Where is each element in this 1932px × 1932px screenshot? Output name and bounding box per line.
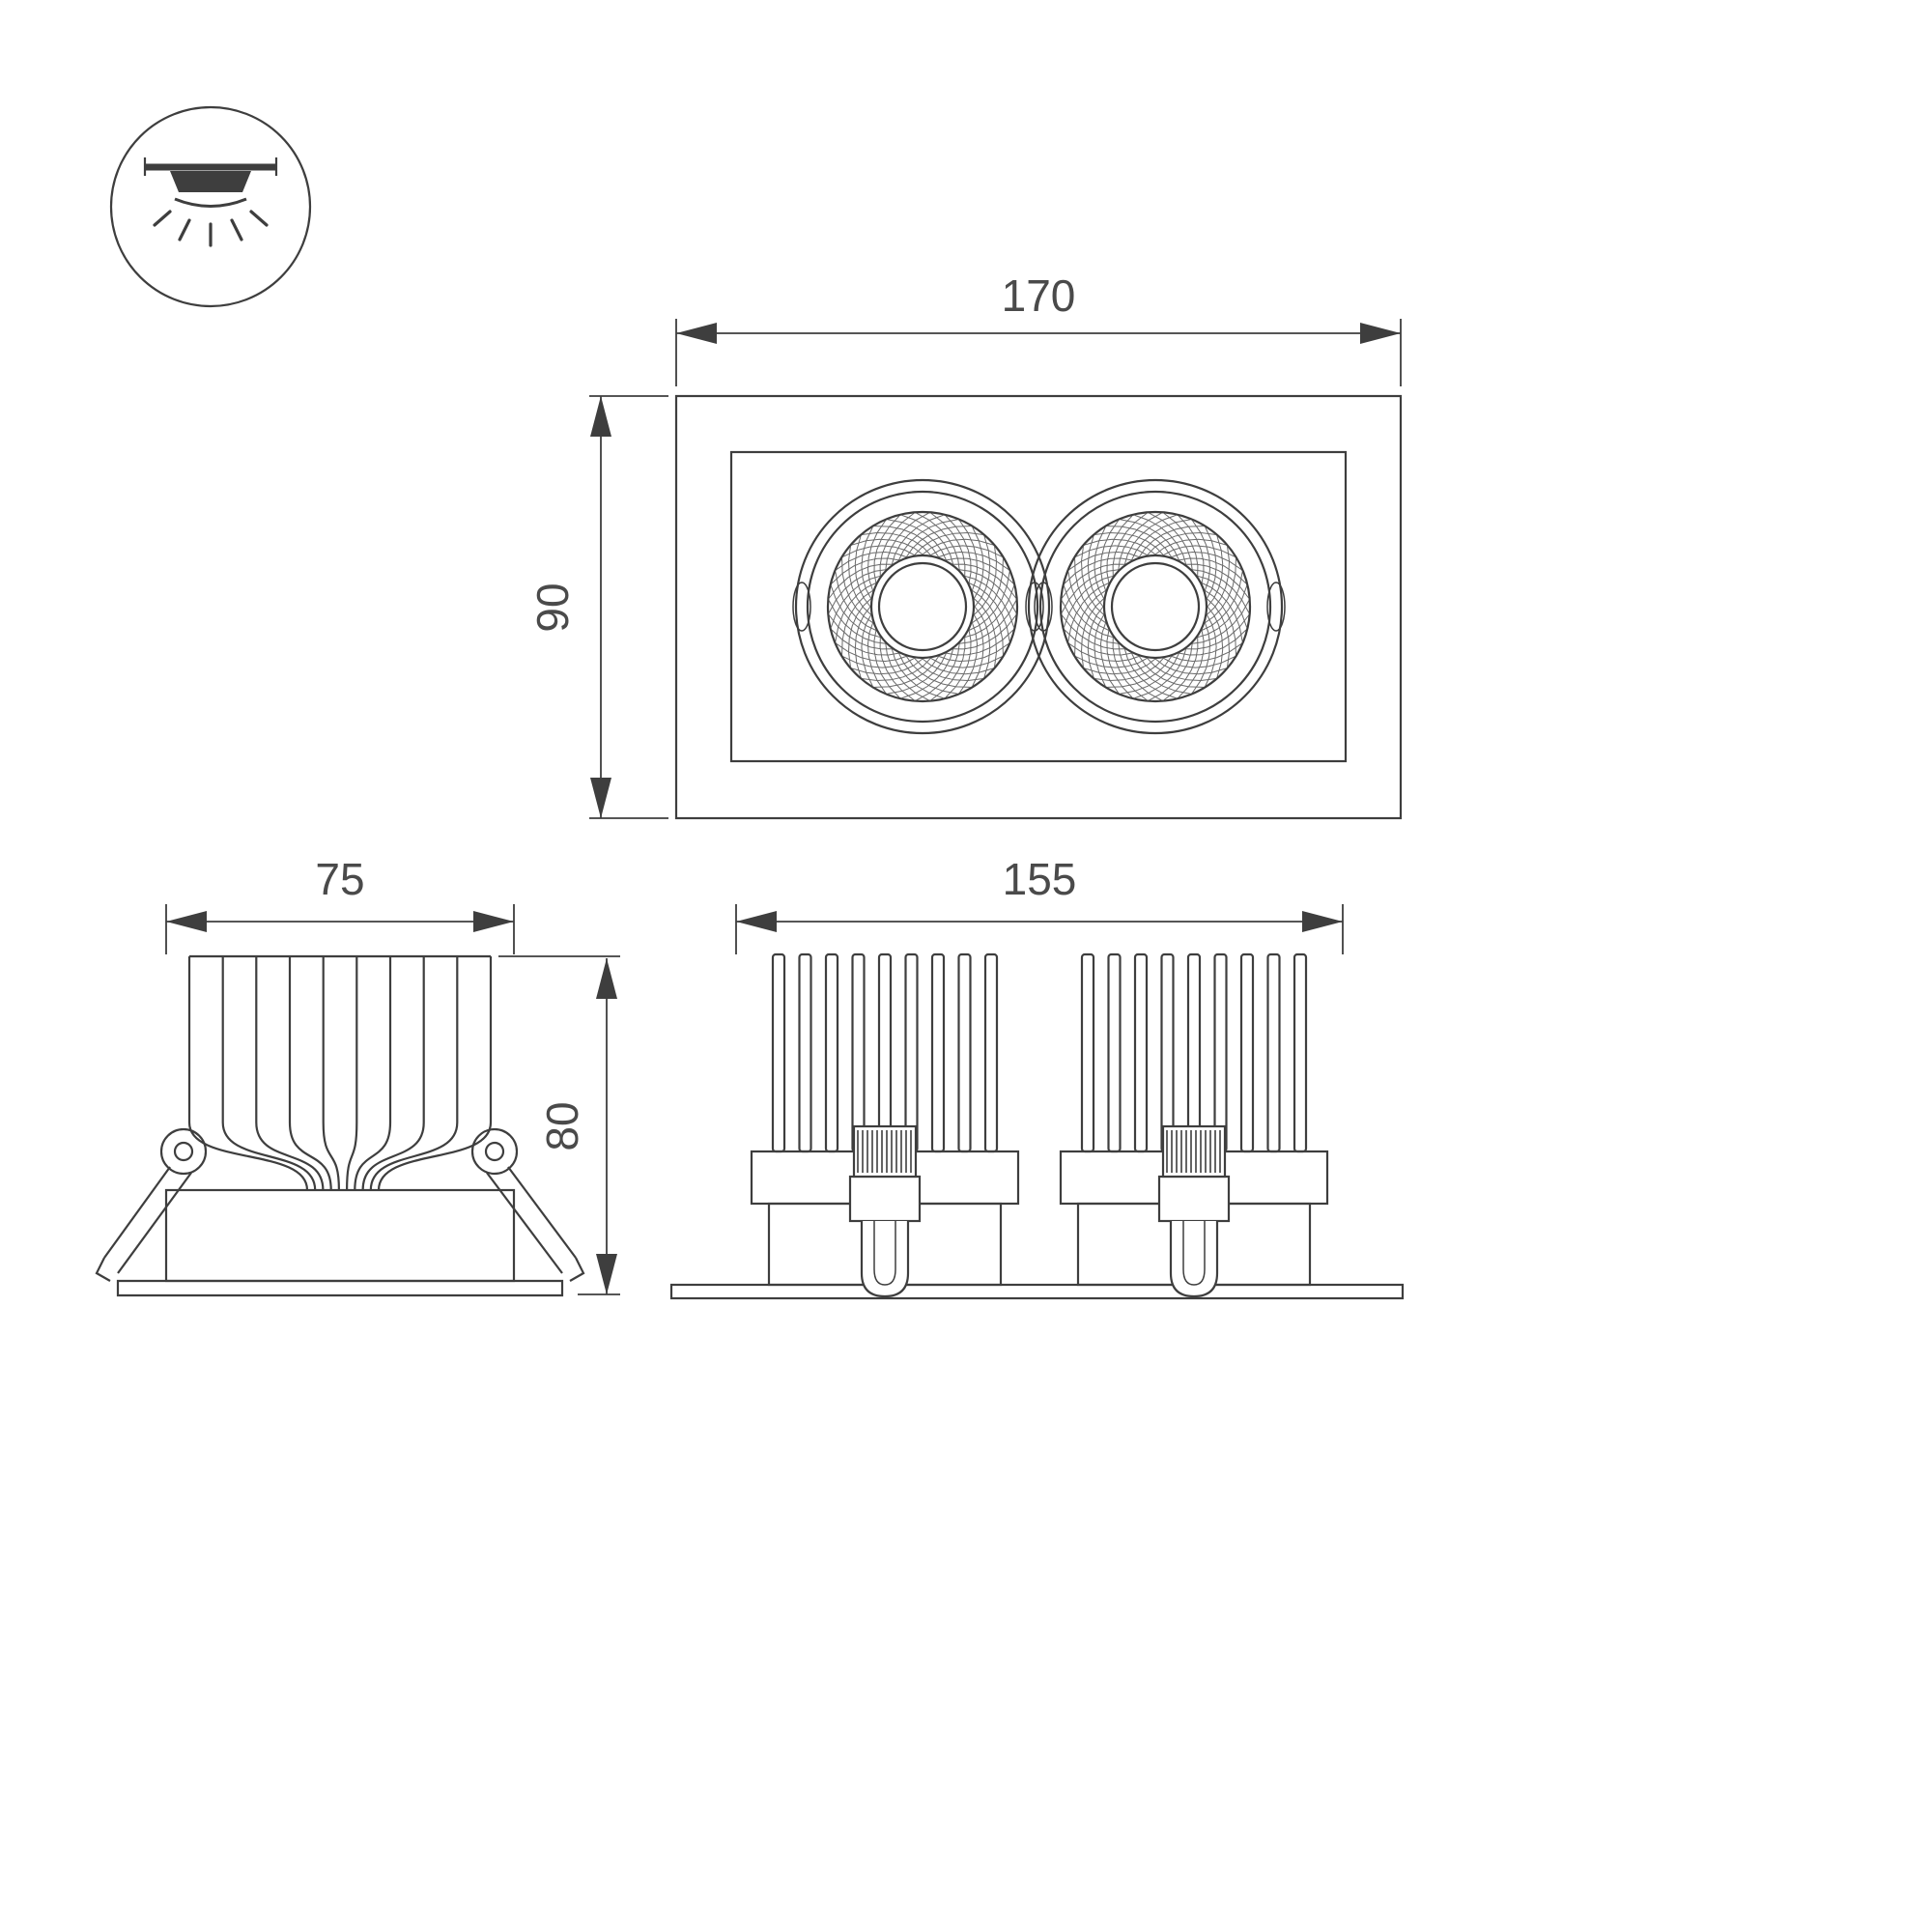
dimension-side-height: 80 xyxy=(498,955,620,1295)
front-elevation-view xyxy=(669,952,1405,1300)
arrow-down xyxy=(590,778,611,818)
dimension-bottom-width: 155 xyxy=(735,854,1344,954)
arrow-up xyxy=(596,958,617,999)
arrow-left xyxy=(166,911,207,932)
dimension-side-width: 75 xyxy=(165,854,515,954)
extension-lines xyxy=(735,904,1344,954)
face-view xyxy=(674,394,1403,820)
dimension-label-top-height: 90 xyxy=(527,582,578,632)
arrow-up xyxy=(590,396,611,437)
dimension-label-bottom-width: 155 xyxy=(1003,854,1077,904)
lamp-body xyxy=(170,171,251,192)
spring-clip-right xyxy=(470,1127,585,1282)
extension-lines xyxy=(165,904,515,954)
arrow-left xyxy=(676,323,717,344)
light-rays xyxy=(153,210,269,247)
dimension-label-top-width: 170 xyxy=(1002,270,1076,321)
lens-arc xyxy=(174,197,247,208)
ceiling-flange-front xyxy=(669,1283,1405,1300)
heatsink-fins-side xyxy=(187,954,493,1191)
ceiling-ticks xyxy=(143,157,278,176)
dimension-top-width: 170 xyxy=(675,270,1402,386)
arrow-down xyxy=(596,1254,617,1294)
spring-clip-left xyxy=(95,1127,208,1282)
dimension-top-height: 90 xyxy=(527,395,668,819)
arrow-right xyxy=(473,911,514,932)
dimension-label-side-width: 75 xyxy=(315,854,364,904)
arrow-right xyxy=(1360,323,1401,344)
downlight-icon xyxy=(109,105,312,308)
arrow-left xyxy=(736,911,777,932)
extension-lines xyxy=(675,319,1402,386)
inner-frame xyxy=(729,450,1348,763)
outer-frame xyxy=(674,394,1403,820)
arrow-right xyxy=(1302,911,1343,932)
heatsink-fins-front xyxy=(771,952,1308,1153)
side-view xyxy=(95,954,585,1297)
retention-clips-front xyxy=(848,1124,1231,1298)
ceiling-flange xyxy=(116,1279,564,1297)
icon-circle xyxy=(109,105,312,308)
extension-lines xyxy=(589,395,668,819)
lamp-lenses xyxy=(792,478,1286,735)
extension-lines xyxy=(498,955,620,1295)
trim-housing xyxy=(164,1188,516,1283)
dimension-label-side-height: 80 xyxy=(537,1101,587,1151)
